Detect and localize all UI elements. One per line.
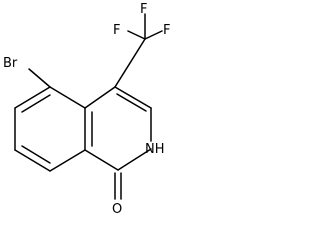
ring-nitrogen-label: NH (145, 142, 165, 157)
bond-c5-c6 (14, 86, 51, 109)
molecule-structure: F F F Br NH O (3, 2, 170, 217)
carbonyl-oxygen-label: O (112, 202, 122, 217)
bond-ring-to-cf3 (114, 38, 146, 88)
bond-c8-c8a (49, 149, 86, 172)
bond-c5-c6-inner (21, 94, 51, 113)
bond-c4a-c5 (49, 86, 86, 109)
bond-c7-c8-inner (21, 145, 51, 164)
bond-c6-bromine (28, 68, 51, 88)
bond-n2-c1 (117, 148, 152, 171)
bond-cf3-carbon-fluorine-right (144, 30, 163, 40)
bond-c7-c8 (14, 149, 51, 172)
bond-c1-c8a (84, 149, 119, 171)
fluorine-top-label: F (140, 2, 147, 17)
bond-cf3-carbon-fluorine-left (127, 30, 146, 40)
fluorine-left-label: F (113, 23, 120, 38)
bond-c4a-c4 (84, 86, 116, 109)
bond-c4-c3-double (114, 86, 152, 109)
bromine-label: Br (3, 56, 18, 71)
fluorine-right-label: F (163, 23, 170, 38)
bond-c4-c3-inner (116, 93, 147, 112)
